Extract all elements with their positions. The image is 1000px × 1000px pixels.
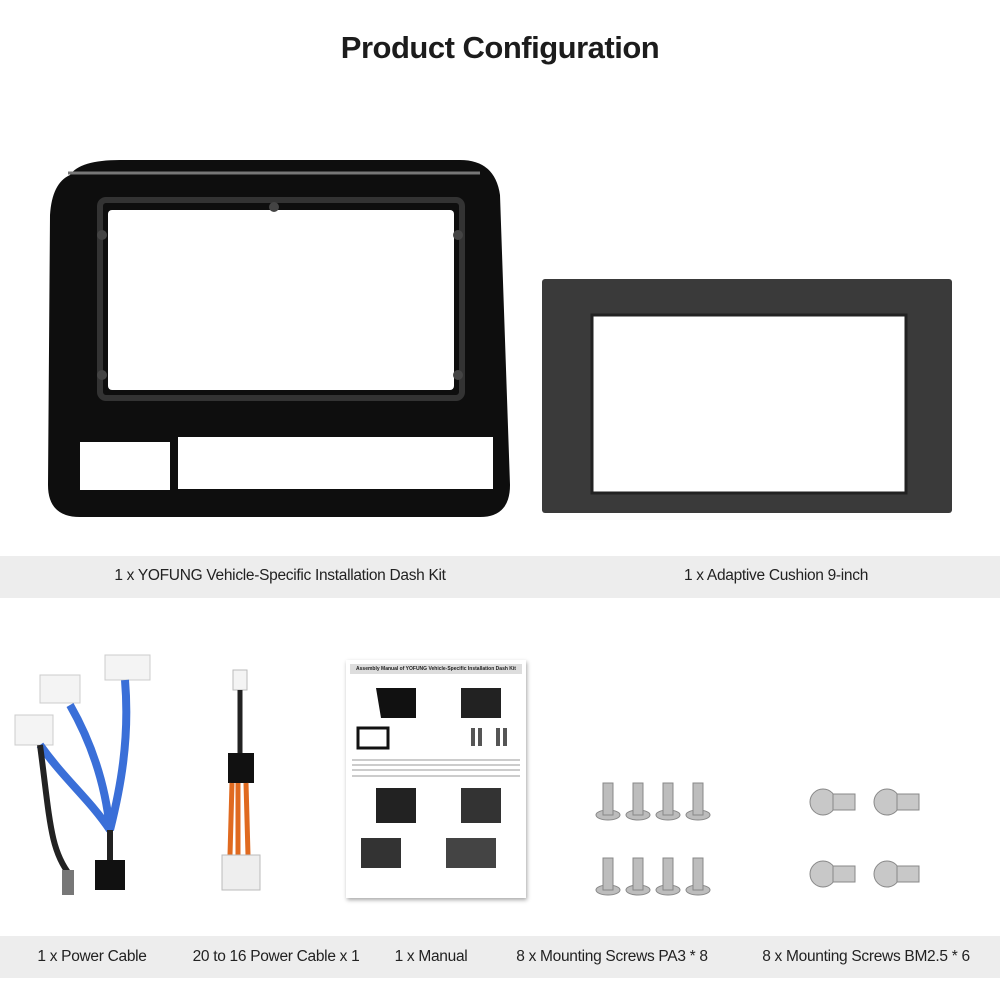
caption-manual: 1 x Manual (394, 948, 468, 965)
page-title: Product Configuration (340, 30, 660, 65)
caption-pa3-screws: 8 x Mounting Screws PA3 * 8 (516, 948, 708, 965)
manual-image: Assembly Manual of YOFUNG Vehicle-Specif… (346, 660, 526, 898)
adaptive-cushion-image (542, 279, 952, 513)
caption-bm25-screws: 8 x Mounting Screws BM2.5 * 6 (762, 948, 970, 965)
pa3-screws-image (595, 782, 711, 896)
adapter-cable-image (221, 669, 261, 891)
manual-title: Assembly Manual of YOFUNG Vehicle-Specif… (350, 664, 522, 674)
caption-adapter-cable: 20 to 16 Power Cable x 1 (192, 948, 360, 965)
caption-dash-kit: 1 x YOFUNG Vehicle-Specific Installation… (114, 567, 446, 584)
bm25-screws-image (809, 788, 920, 888)
manual-diagrams (352, 688, 520, 868)
caption-power-cable: 1 x Power Cable (37, 948, 147, 965)
caption-cushion: 1 x Adaptive Cushion 9-inch (683, 567, 869, 584)
power-cable-image (14, 654, 151, 895)
bottom-caption-band (0, 936, 1000, 978)
top-caption-band (0, 556, 1000, 598)
dash-kit-image (48, 160, 510, 517)
